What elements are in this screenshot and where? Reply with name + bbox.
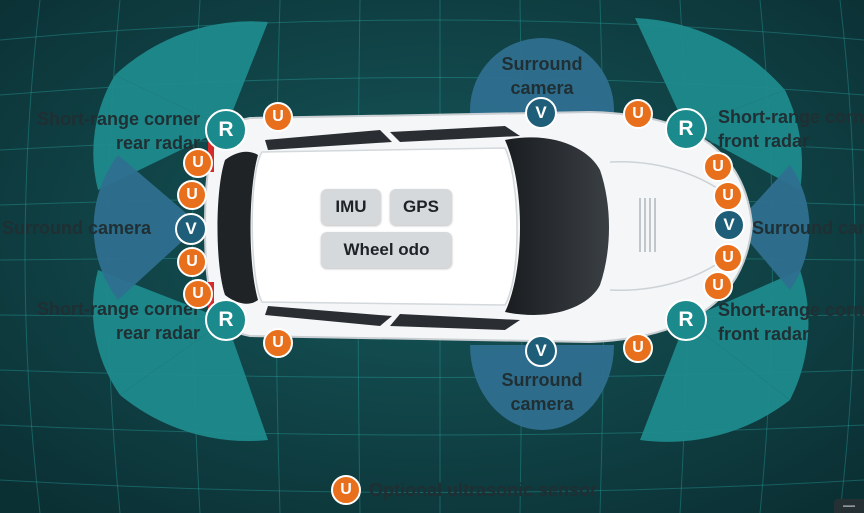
side-window-top-rear <box>265 130 392 150</box>
wheel-odo-chip: Wheel odo <box>321 232 452 268</box>
hood-vents <box>639 198 656 252</box>
hood-crease-top <box>609 161 721 191</box>
label-camera-right: Surround camera <box>752 218 864 238</box>
rear-window <box>217 151 258 304</box>
coverage-zones <box>92 18 810 442</box>
coverage-rear-radar-bottom <box>92 270 227 395</box>
coverage-front-radar-bottom <box>686 270 809 400</box>
label-camera-top: Surround camera <box>482 52 602 100</box>
label-camera-top-line1: Surround <box>501 54 583 74</box>
coverage-rear-radar-top <box>115 21 268 128</box>
label-camera-top-line2: camera <box>510 78 574 98</box>
ultrasonic-badge: U <box>177 247 207 277</box>
label-rear-radar-top: Short-range corner rear radar <box>18 107 200 155</box>
label-front-radar-bottom-line1: Short-range corner <box>718 300 864 320</box>
coverage-rear-radar-bottom-side <box>120 320 268 442</box>
windshield <box>505 137 609 315</box>
ultrasonic-badge: U <box>623 333 653 363</box>
ultrasonic-badge: U <box>703 152 733 182</box>
camera-badge-top: V <box>525 97 557 129</box>
hood-crease-bottom <box>609 261 721 291</box>
coverage-camera-bottom <box>470 345 614 430</box>
side-window-bottom-rear <box>265 306 392 326</box>
legend-text: Optional ultrasonic sensor <box>369 479 598 500</box>
minimize-icon[interactable]: — <box>834 499 864 513</box>
label-front-radar-bottom-line2: front radar <box>718 324 810 344</box>
radar-badge-rear-bottom: R <box>205 299 247 341</box>
label-front-radar-top-line1: Short-range corner <box>718 107 864 127</box>
coverage-camera-right <box>735 165 810 290</box>
car-roof-panel <box>251 147 518 306</box>
legend: U Optional ultrasonic sensor <box>331 474 597 506</box>
coverage-camera-top <box>470 38 614 122</box>
ultrasonic-badge: U <box>703 271 733 301</box>
label-camera-bottom-line2: camera <box>510 394 574 414</box>
label-rear-radar-bottom-line2: rear radar <box>115 323 200 343</box>
label-front-radar-top-line2: front radar <box>718 131 810 151</box>
label-camera-left: Surround camera <box>2 218 152 238</box>
side-window-bottom-front <box>390 314 520 330</box>
legend-ultrasonic-badge: U <box>331 475 361 505</box>
ultrasonic-badge: U <box>623 99 653 129</box>
label-rear-radar-bottom-line1: Short-range corner <box>36 299 200 319</box>
label-front-radar-bottom: Short-range corner front radar <box>718 298 864 346</box>
label-rear-radar-bottom: Short-range corner rear radar <box>18 297 200 345</box>
coverage-camera-left <box>93 155 200 300</box>
ultrasonic-badge: U <box>183 279 213 309</box>
radar-badge-front-bottom: R <box>665 299 707 341</box>
ultrasonic-badge: U <box>263 102 293 132</box>
coverage-front-radar-top-side <box>686 90 802 190</box>
side-window-top-front <box>390 126 520 142</box>
coverage-rear-radar-top-side <box>93 75 226 190</box>
label-front-radar-top: Short-range corner front radar <box>718 105 864 153</box>
camera-badge-right: V <box>713 209 745 241</box>
radar-badge-front-top: R <box>665 108 707 150</box>
label-camera-bottom-line1: Surround <box>501 370 583 390</box>
label-camera-bottom: Surround camera <box>482 368 602 416</box>
coverage-front-radar-top <box>635 18 785 128</box>
label-rear-radar-top-line1: Short-range corner <box>36 109 200 129</box>
ultrasonic-badge: U <box>713 243 743 273</box>
gps-chip: GPS <box>390 189 452 225</box>
radar-badge-rear-top: R <box>205 109 247 151</box>
ultrasonic-badge: U <box>177 180 207 210</box>
camera-badge-bottom: V <box>525 335 557 367</box>
camera-badge-left: V <box>175 213 207 245</box>
coverage-front-radar-bottom-side <box>640 320 790 442</box>
car <box>203 110 754 344</box>
ultrasonic-badge: U <box>263 328 293 358</box>
imu-chip: IMU <box>321 189 381 225</box>
ultrasonic-badge: U <box>713 181 743 211</box>
label-rear-radar-top-line2: rear radar <box>115 133 200 153</box>
ultrasonic-badge: U <box>183 148 213 178</box>
